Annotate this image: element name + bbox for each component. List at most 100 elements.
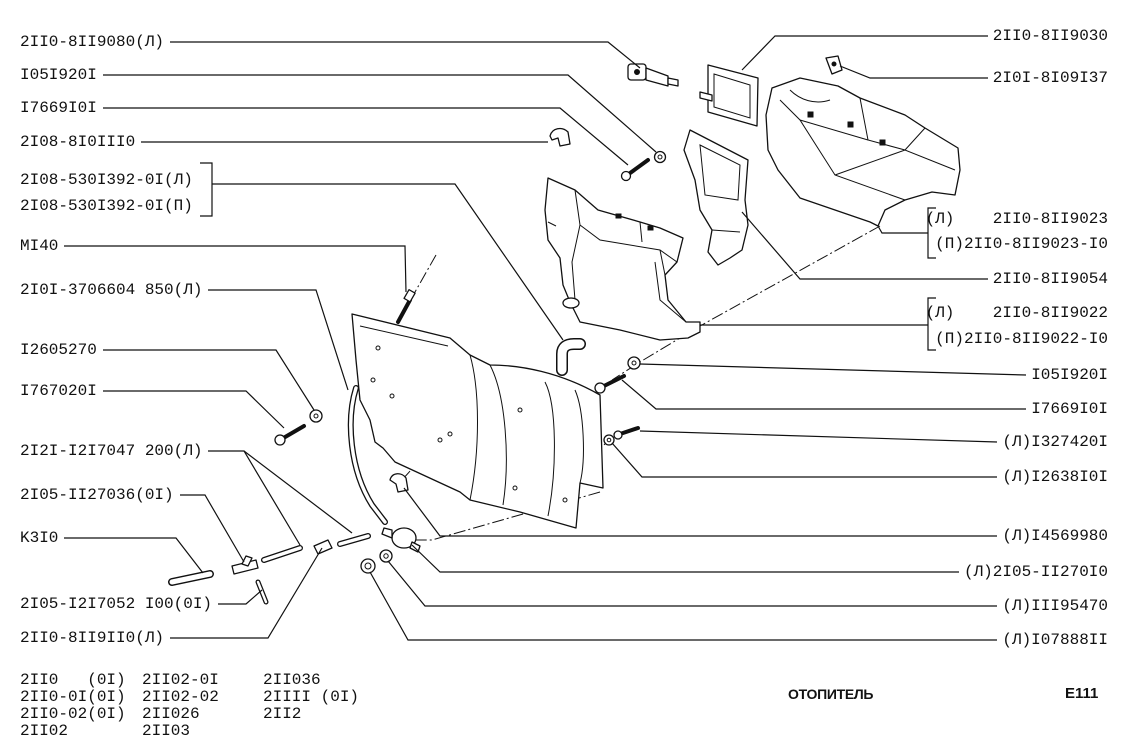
callout-label-left: 2I08-8I0III0	[20, 133, 136, 151]
panel-hole	[370, 377, 376, 383]
heater-flap	[683, 129, 749, 266]
clip-upper	[549, 127, 571, 147]
leader-line	[208, 289, 349, 391]
leader-line	[64, 537, 204, 574]
leader-line	[741, 211, 988, 280]
model-code: 2IIII (0I)	[263, 688, 360, 706]
hose-straight	[261, 545, 303, 563]
callout-bracket	[927, 297, 936, 351]
leader-line	[243, 450, 353, 534]
model-code: 2II02-02	[142, 688, 219, 706]
leader-line	[741, 35, 988, 71]
leader-line	[621, 379, 1026, 410]
model-list-column: 2II0 (0I) 2II0-0I(0I) 2II0-02(0I) 2II02	[20, 672, 126, 740]
leader-line	[218, 589, 263, 605]
callout-label-left: I2605270	[20, 341, 97, 359]
hose-elbow	[556, 338, 586, 376]
bolt-m140	[396, 289, 416, 324]
screw-left	[274, 424, 306, 446]
leader-line	[64, 245, 407, 293]
page-code: E111	[1065, 685, 1099, 702]
leader-line	[877, 225, 928, 234]
nut-upper	[653, 150, 667, 164]
drain-hose	[347, 385, 388, 525]
panel-hole	[512, 485, 518, 491]
model-list-column: 2II02-0I 2II02-02 2II026 2II03	[142, 672, 219, 740]
hose-connector	[313, 539, 333, 555]
axis-line	[611, 225, 881, 381]
washer-lower	[379, 549, 393, 563]
callout-label-right: (П)2II0-8II9023-I0	[935, 235, 1108, 253]
panel-hole	[562, 497, 568, 503]
tee-fitting	[231, 555, 259, 575]
callout-label-right: I7669I0I	[1031, 400, 1108, 418]
air-duct	[544, 177, 701, 341]
callout-label-left: I7669I0I	[20, 99, 97, 117]
washer-right	[603, 434, 615, 446]
leader-line	[170, 547, 323, 639]
hose-short	[337, 533, 371, 547]
callout-label-left: I767020I	[20, 382, 97, 400]
hose-k310	[168, 570, 214, 586]
seal-ring	[360, 558, 376, 574]
leader-line	[103, 390, 285, 429]
housing-clip	[825, 55, 843, 75]
callout-label-right: 2II0-8II9030	[992, 27, 1108, 45]
screw-right	[594, 374, 626, 394]
callout-label-right: (Л)I07888II	[1002, 631, 1108, 649]
callout-label-right: (Л)I2638I0I	[1002, 468, 1108, 486]
nut-right	[627, 356, 641, 370]
heater-valve	[381, 527, 421, 553]
callout-label-right: (Л)I327420I	[1002, 433, 1108, 451]
model-code: 2II036	[263, 671, 321, 689]
callout-label-left: 2I08-530I392-0I(П)	[20, 197, 193, 215]
heater-housing	[765, 77, 961, 227]
model-code: 2II03	[142, 722, 191, 740]
screw-upper	[620, 158, 650, 182]
leader-line	[212, 183, 564, 341]
callout-label-left: K3I0	[20, 529, 59, 547]
leader-line	[369, 571, 997, 641]
diagram-title: ОТОПИТЕЛЬ	[788, 686, 874, 702]
model-code: 2II02-0I	[142, 671, 219, 689]
model-code: 2II0 (0I)	[20, 671, 126, 689]
callout-label-right: (П)2II0-8II9022-I0	[935, 330, 1108, 348]
bolt-right	[613, 426, 640, 440]
callout-label-left: 2I0I-3706604 850(Л)	[20, 281, 203, 299]
panel-hole	[517, 407, 523, 413]
leader-line	[839, 65, 988, 79]
panel-hole	[389, 393, 395, 399]
leader-line	[639, 430, 998, 443]
leader-line	[103, 107, 629, 166]
callout-label-left: 2I08-530I392-0I(Л)	[20, 171, 193, 189]
leader-line	[387, 560, 997, 607]
leader-line	[639, 363, 1027, 376]
model-code: 2II0-0I(0I)	[20, 688, 126, 706]
model-code: 2II026	[142, 705, 200, 723]
leader-line	[180, 494, 245, 563]
callout-label-right: (Л)I4569980	[1002, 527, 1108, 545]
callout-label-left: 2I05-I2I7052 I00(0I)	[20, 595, 213, 613]
panel-hole	[447, 431, 453, 437]
heater-tap-switch	[627, 63, 679, 87]
callout-label-left: 2II0-8II9II0(Л)	[20, 629, 165, 647]
leader-line	[103, 349, 315, 411]
model-code: 2II0-02(0I)	[20, 705, 126, 723]
model-code: 2II02	[20, 722, 69, 740]
callout-label-right: I05I920I	[1031, 366, 1108, 384]
leader-line	[403, 487, 997, 537]
callout-bracket	[200, 162, 213, 217]
model-list-column: 2II036 2IIII (0I) 2II2	[263, 672, 359, 723]
callout-label-left: 2I2I-I2I7047 200(Л)	[20, 442, 203, 460]
leader-line	[170, 41, 641, 69]
hose-fitting	[255, 579, 269, 605]
nut-left	[309, 409, 323, 423]
callout-label-right: (Л) 2II0-8II9023	[925, 210, 1108, 228]
seal-panel	[351, 313, 604, 529]
leader-lines-left	[64, 41, 657, 639]
hose-clip	[389, 473, 409, 493]
callout-label-left: 2I05-II27036(0I)	[20, 486, 174, 504]
callout-label-right: 2II0-8II9054	[992, 270, 1108, 288]
panel-hole	[375, 345, 381, 351]
